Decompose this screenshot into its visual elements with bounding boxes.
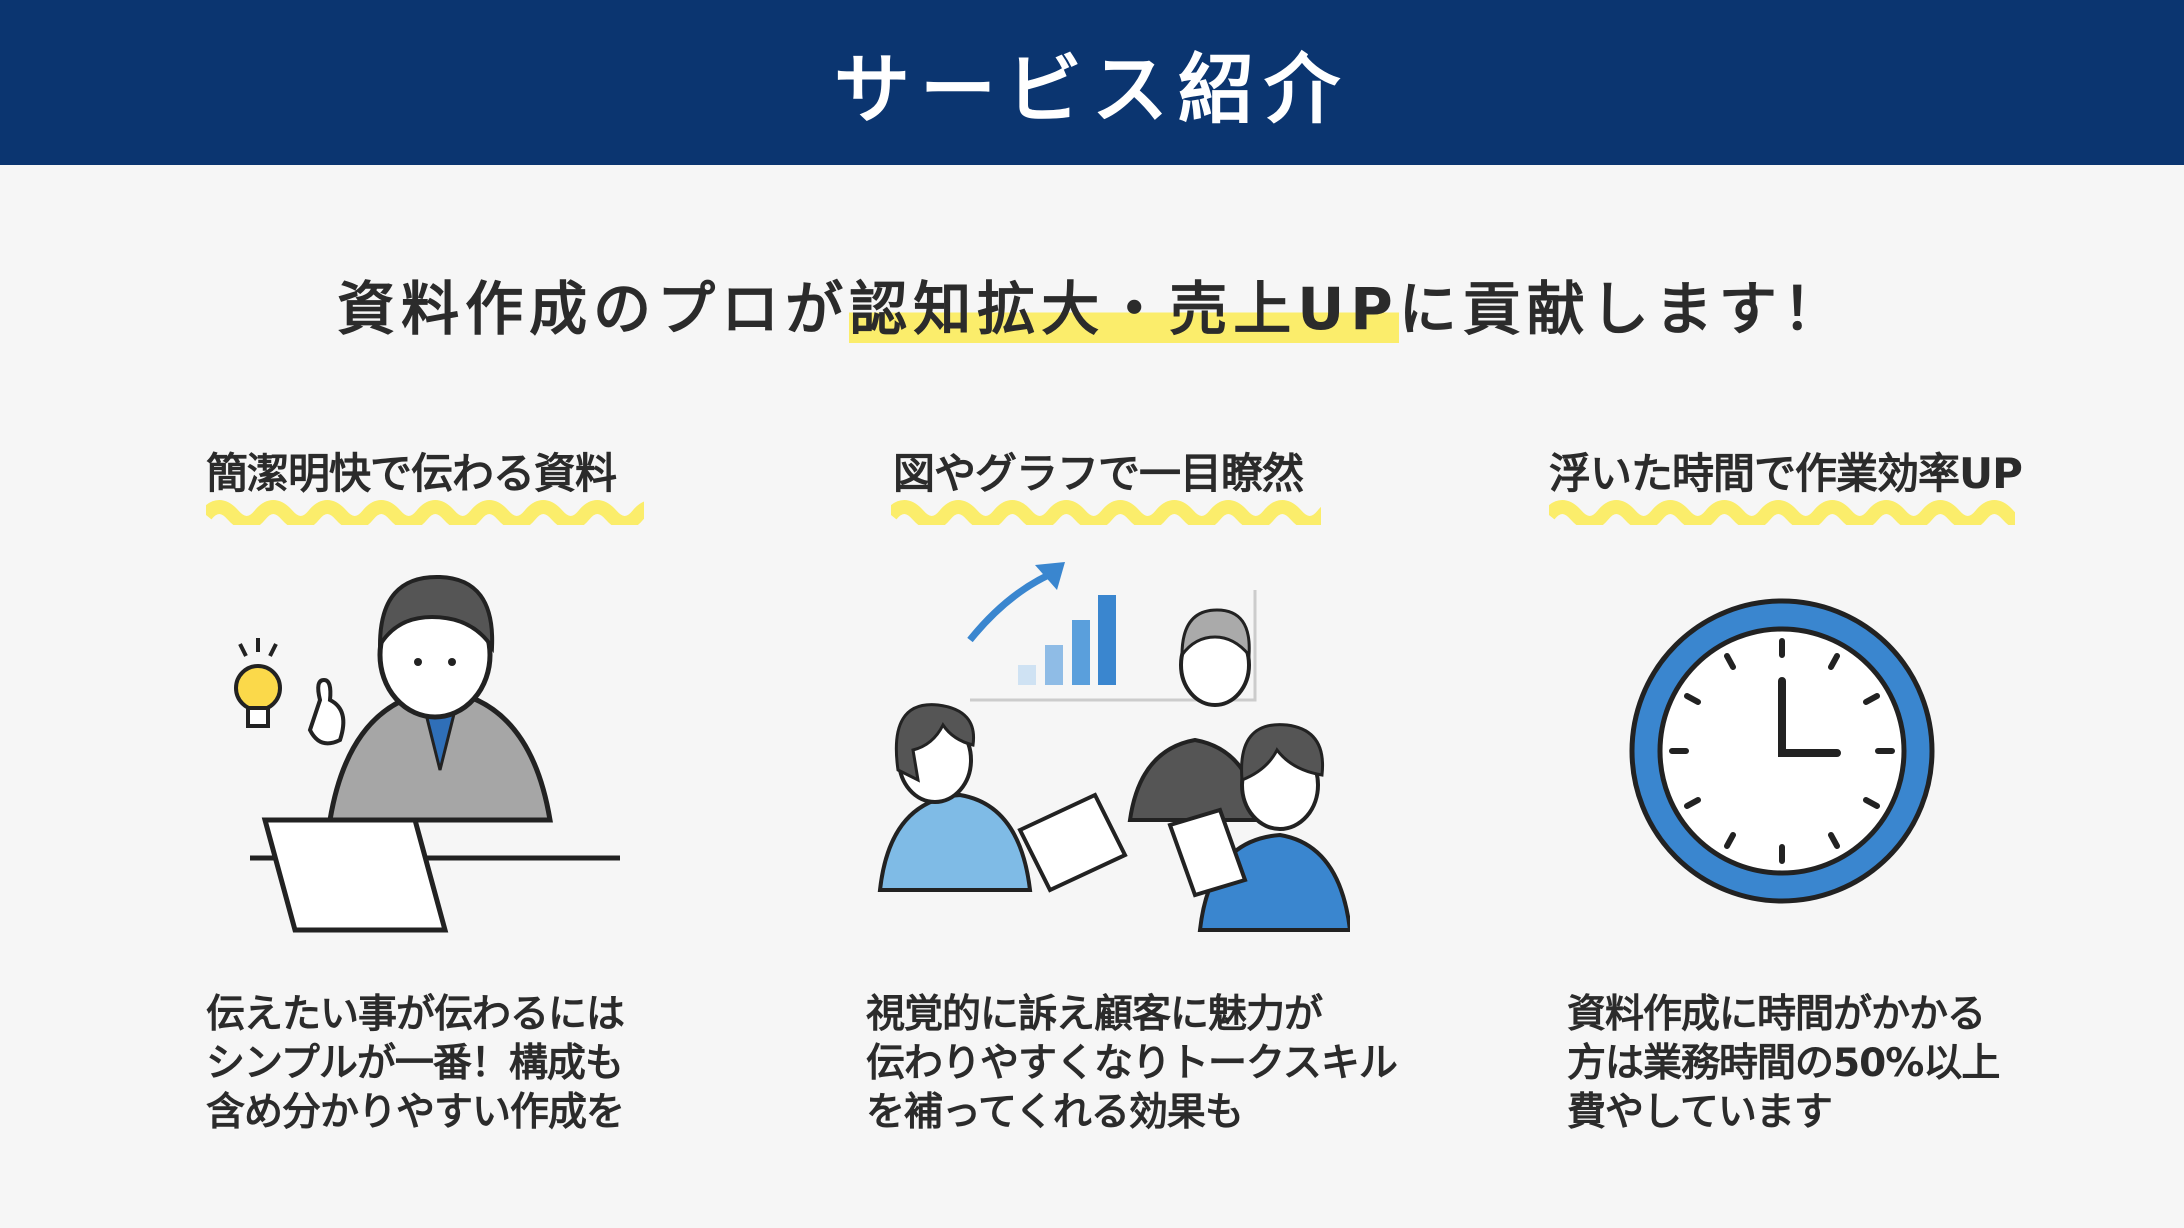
clock-icon <box>1629 598 1935 904</box>
body-line: 伝わりやすくなりトークスキル <box>866 1041 1398 1086</box>
column-body-efficiency: 資料作成に時間がかかる 方は業務時間の50%以上 費やしています <box>1567 990 2000 1137</box>
body-line: を補ってくれる効果も <box>866 1090 1244 1135</box>
lightbulb-icon <box>234 638 282 728</box>
wavy-underline <box>206 500 644 525</box>
tagline-highlight: 認知拡大・売上UP <box>849 275 1399 343</box>
body-line: 資料作成に時間がかかる <box>1567 992 1986 1037</box>
arrow-up-icon <box>967 566 1062 643</box>
tagline: 資料作成のプロが認知拡大・売上UPに貢献します！ <box>0 262 2184 346</box>
wavy-underline <box>1549 500 2015 525</box>
column-body-simple: 伝えたい事が伝わるには シンプルが一番！構成も 含め分かりやすい作成を <box>206 990 625 1137</box>
businessman-laptop-illustration <box>234 574 620 933</box>
body-line: 視覚的に訴え顧客に魅力が <box>866 992 1323 1037</box>
body-line: 費やしています <box>1567 1090 1833 1135</box>
body-line: シンプルが一番！構成も <box>206 1041 624 1086</box>
column-body-charts: 視覚的に訴え顧客に魅力が 伝わりやすくなりトークスキル を補ってくれる効果も <box>866 990 1398 1137</box>
column-heading-charts: 図やグラフで一目瞭然 <box>893 449 1304 498</box>
tagline-post: に貢献します！ <box>1398 275 1847 343</box>
column-heading-simple: 簡潔明快で伝わる資料 <box>206 449 617 498</box>
body-line: 方は業務時間の50%以上 <box>1567 1041 2000 1086</box>
header-banner: サービス紹介 <box>0 0 2184 165</box>
tagline-pre: 資料作成のプロが <box>337 275 850 343</box>
column-heading-efficiency: 浮いた時間で作業効率UP <box>1549 449 2023 498</box>
wavy-underline <box>891 500 1321 525</box>
meeting-chart-illustration <box>877 562 1350 932</box>
body-line: 伝えたい事が伝わるには <box>206 992 625 1037</box>
page-title: サービス紹介 <box>834 44 1350 134</box>
body-line: 含め分かりやすい作成を <box>206 1090 625 1135</box>
